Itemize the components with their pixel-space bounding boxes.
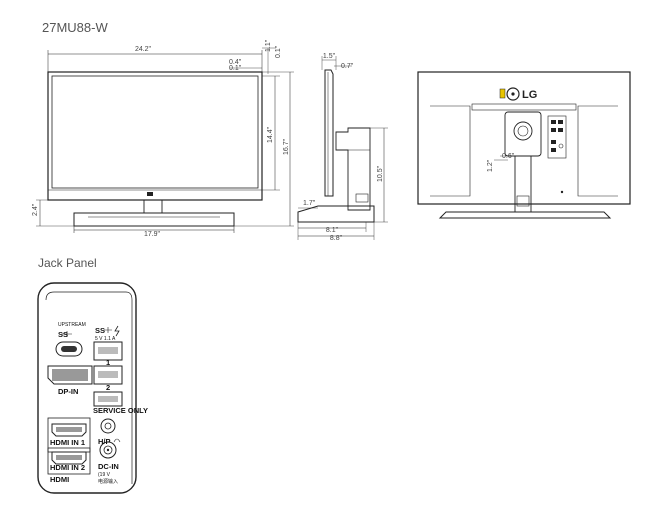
- side-view: [297, 56, 388, 240]
- front-screen-height-label: 14.4": [267, 126, 274, 143]
- back-housing: [417, 71, 631, 205]
- lg-logo-icon: [506, 87, 520, 101]
- headphone-jack: [100, 418, 116, 434]
- service-only-label: SERVICE ONLY: [93, 406, 148, 415]
- dc-in-label: DC-IN: [98, 462, 119, 471]
- upstream-label: UPSTREAM: [58, 322, 86, 328]
- upstream-ss-label: SS: [58, 330, 68, 339]
- hdmi-in-2-port: [51, 451, 87, 465]
- back-stand-mount: [504, 111, 542, 157]
- front-logo-mark: [147, 192, 153, 196]
- back-brand-label: LG: [522, 89, 537, 101]
- dc-in-port: [99, 441, 117, 459]
- side-stand-base: [297, 205, 375, 223]
- usb-downstream-port-1: [93, 341, 123, 361]
- front-width-label: 24.2": [135, 46, 152, 53]
- usb-service-port: [93, 391, 123, 407]
- back-stand-base: [438, 211, 612, 219]
- usb-c-upstream-port: [55, 341, 83, 357]
- jack-panel-outline: [37, 282, 137, 494]
- usb-symbol-icon: [62, 331, 72, 337]
- charging-bolt-icon: [114, 325, 120, 337]
- headphone-icon: [113, 438, 121, 443]
- front-monitor-frame: [47, 71, 263, 201]
- side-head-depth-label: 1.5": [323, 53, 336, 60]
- dc-spec-label: (19 V: [98, 472, 111, 478]
- front-monitor-screen: [51, 75, 259, 189]
- front-top-offset-b: 0.1": [229, 65, 242, 72]
- hdmi-in-1-label: HDMI IN 1: [50, 438, 85, 447]
- front-total-height-label: 16.7": [283, 138, 290, 155]
- side-base-depth-label: 8.1": [326, 227, 339, 234]
- usb-port-2-label: 2: [106, 383, 110, 392]
- side-total-depth-label: 8.8": [330, 235, 343, 242]
- dp-in-port: [47, 365, 93, 385]
- jack-panel: [37, 282, 137, 494]
- hdmi-in-1-port: [51, 423, 87, 437]
- hdmi-logo-text: HDMI: [50, 475, 69, 484]
- front-stand-base: [73, 212, 235, 227]
- back-port-area: [547, 115, 567, 159]
- hdmi-in-2-label: HDMI IN 2: [50, 463, 85, 472]
- side-monitor-head: [324, 69, 334, 197]
- usb-symbol-icon: [104, 327, 112, 333]
- front-top-offset-a: 0.4": [229, 59, 242, 66]
- back-pivot-b-label: 0.6": [502, 153, 515, 160]
- front-view: [36, 47, 294, 233]
- jack-panel-title: Jack Panel: [38, 256, 97, 270]
- side-head-offset-label: 0.7": [341, 63, 354, 70]
- usb-port-1-label: 1: [106, 358, 110, 367]
- power-cn-label: 电源输入: [98, 478, 118, 485]
- side-stand-height-label: 10.5": [377, 165, 384, 182]
- back-view: [417, 71, 631, 219]
- front-stand-height-label: 2.4": [32, 203, 39, 216]
- front-side-offset-label: 0.1": [275, 45, 282, 58]
- side-stand-arm: [335, 127, 371, 211]
- side-base-front-label: 1.7": [303, 200, 316, 207]
- front-stand-neck: [143, 199, 163, 214]
- usb-power-spec: 5 V 1.1 A: [95, 336, 116, 342]
- back-pivot-a-label: 1.2": [487, 159, 494, 172]
- dp-in-label: DP-IN: [58, 387, 78, 396]
- front-stand-width-label: 17.9": [144, 231, 161, 238]
- hp-label: H/P: [98, 437, 111, 446]
- downstream-ss-label: SS: [95, 326, 105, 335]
- front-top-bezel-label: 1.1": [265, 39, 272, 52]
- usb-downstream-port-2: [93, 365, 123, 385]
- model-title: 27MU88-W: [42, 20, 108, 35]
